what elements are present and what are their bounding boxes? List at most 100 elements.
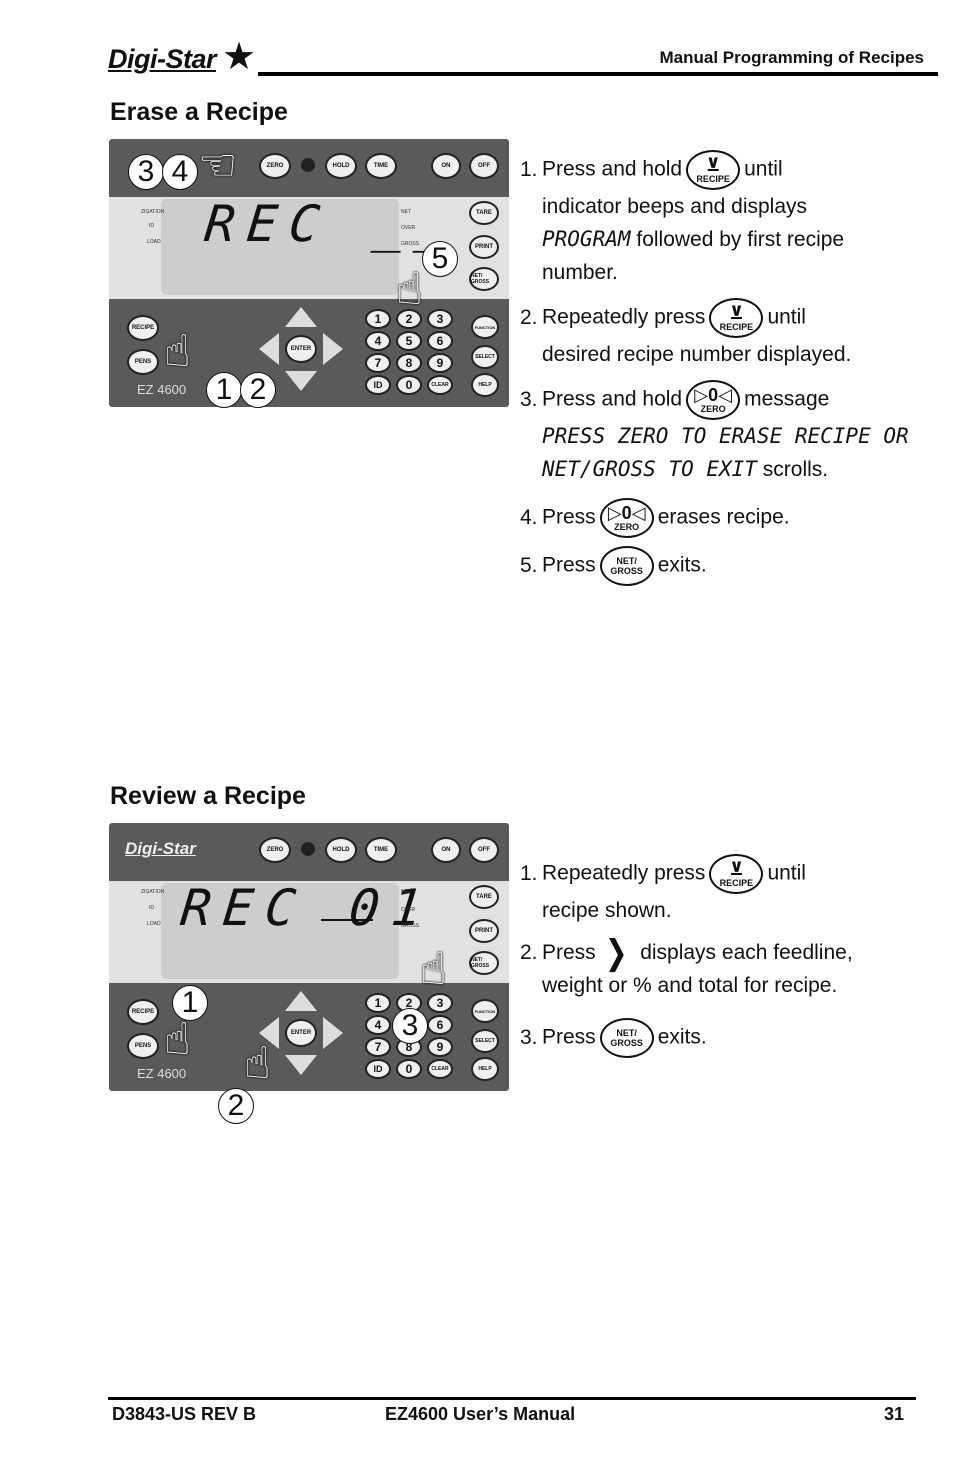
key-4[interactable]: 4 [365,1015,391,1035]
key-2[interactable]: 2 [396,309,422,329]
print-key[interactable]: PRINT [469,235,499,259]
print-key[interactable]: PRINT [469,919,499,943]
panel-brand-logo: Digi-Star [125,839,196,858]
indicator-light [301,842,315,856]
right-arrow-icon[interactable] [323,333,343,365]
key-4[interactable]: 4 [365,331,391,351]
key-1[interactable]: 1 [365,309,391,329]
callout-number: 2 [240,372,276,408]
lcd-display-text: REC __ [201,195,461,253]
id-key[interactable]: ID [365,375,391,395]
callout-number: 1 [206,372,242,408]
tare-key[interactable]: TARE [469,885,499,909]
up-arrow-icon[interactable] [285,991,317,1011]
clear-key[interactable]: CLEAR [427,1059,453,1079]
side-label: OVER [401,225,416,231]
key-1[interactable]: 1 [365,993,391,1013]
review-indicator-panel: Digi-Star REC 01 ZIGATION ID LOAD NET OV… [109,823,509,1091]
recipe-key[interactable]: RECIPE [127,999,159,1025]
pointing-hand-icon: ☝ [396,265,423,314]
function-key[interactable]: FUNCTION [471,315,499,339]
footer-rule [108,1397,916,1400]
lcd-display-text: REC 01 [177,879,437,937]
hold-key[interactable]: HOLD [325,153,357,179]
side-label: ID [149,905,154,911]
footer-manual-title: EZ4600 User’s Manual [385,1404,576,1424]
enter-key[interactable]: ENTER [285,1019,317,1047]
key-6[interactable]: 6 [427,331,453,351]
on-key[interactable]: ON [431,837,461,863]
down-arrow-icon[interactable] [285,371,317,391]
net-gross-key[interactable]: NET/ GROSS [469,267,499,291]
callout-number: 5 [422,241,458,277]
callout-number: 4 [162,154,198,190]
pens-key[interactable]: PENS [127,1033,159,1059]
pointing-hand-icon: ☜ [198,141,238,190]
help-key[interactable]: HELP [471,1057,499,1081]
down-arrow-icon[interactable] [285,1055,317,1075]
select-key[interactable]: SELECT [471,1029,499,1053]
hold-key[interactable]: HOLD [325,837,357,863]
lcd-screen [161,883,399,979]
header-rule [258,72,938,76]
model-label: EZ 4600 [137,382,187,397]
indicator-light [301,158,315,172]
left-arrow-icon[interactable] [259,333,279,365]
footer-page-number: 31 [884,1404,905,1424]
key-3[interactable]: 3 [427,993,453,1013]
function-key[interactable]: FUNCTION [471,999,499,1023]
recipe-icon: ⊻RECIPE [686,150,741,190]
key-9[interactable]: 9 [427,353,453,373]
net-gross-icon: NET/ GROSS [599,1018,654,1058]
key-3[interactable]: 3 [427,309,453,329]
pointing-hand-icon: ☝ [164,1015,191,1064]
clear-key[interactable]: CLEAR [427,375,453,395]
callout-number: 1 [172,985,208,1021]
side-label: GROSS [401,923,420,929]
key-5[interactable]: 5 [396,331,422,351]
key-0[interactable]: 0 [396,1059,422,1079]
zero-key[interactable]: ZERO [259,837,291,863]
side-label: ZIGATION [141,889,165,895]
key-0[interactable]: 0 [396,375,422,395]
recipe-icon: ⊻RECIPE [709,298,764,338]
key-9[interactable]: 9 [427,1037,453,1057]
key-7[interactable]: 7 [365,353,391,373]
star-icon: ★ [222,36,257,78]
right-arrow-icon[interactable] [323,1017,343,1049]
on-key[interactable]: ON [431,153,461,179]
side-label: ID [149,223,154,229]
zero-icon: ▷0◁ZERO [599,498,654,538]
key-8[interactable]: 8 [396,353,422,373]
lcd-underline [321,919,373,921]
erase-section-title: Erase a Recipe [110,98,288,126]
side-label: LOAD [147,239,161,245]
pens-key[interactable]: PENS [127,349,159,375]
enter-key[interactable]: ENTER [285,335,317,363]
off-key[interactable]: OFF [469,837,499,863]
net-gross-key[interactable]: NET/ GROSS [469,951,499,975]
time-key[interactable]: TIME [365,153,397,179]
select-key[interactable]: SELECT [471,345,499,369]
time-key[interactable]: TIME [365,837,397,863]
help-key[interactable]: HELP [471,373,499,397]
footer-doc-id: D3843-US REV B [112,1404,257,1424]
callout-number: 3 [392,1008,428,1044]
up-arrow-icon[interactable] [285,307,317,327]
key-7[interactable]: 7 [365,1037,391,1057]
id-key[interactable]: ID [365,1059,391,1079]
off-key[interactable]: OFF [469,153,499,179]
recipe-key[interactable]: RECIPE [127,315,159,341]
zero-key[interactable]: ZERO [259,153,291,179]
left-arrow-icon[interactable] [259,1017,279,1049]
side-label: ZIGATION [141,209,165,215]
pointing-hand-icon: ☝ [244,1039,271,1088]
right-arrow-icon: ❯ [604,934,628,973]
tare-key[interactable]: TARE [469,201,499,225]
model-label: EZ 4600 [137,1066,187,1081]
key-6[interactable]: 6 [427,1015,453,1035]
